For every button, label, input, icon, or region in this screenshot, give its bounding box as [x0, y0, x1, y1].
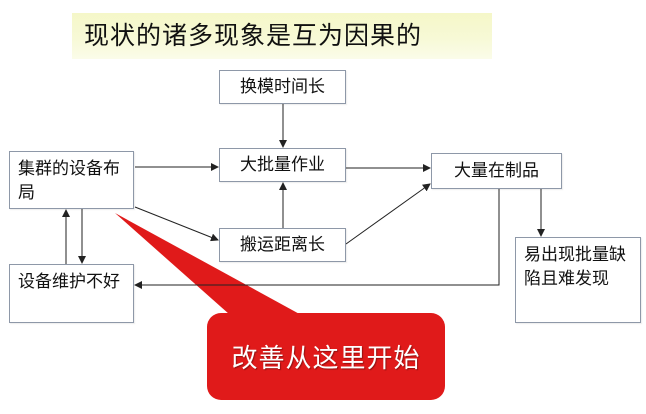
node-label: 换模时间长 [240, 77, 325, 97]
node-label: 大量在制品 [454, 161, 539, 181]
node-long-transport-distance: 搬运距离长 [219, 228, 346, 262]
node-equipment-layout: 集群的设备布局 [9, 151, 134, 209]
node-label: 集群的设备布局 [18, 159, 120, 203]
arrow-layout-to-distance [134, 206, 219, 242]
node-poor-maintenance: 设备维护不好 [9, 264, 134, 323]
node-mold-change-time: 换模时间长 [219, 70, 346, 104]
node-large-wip: 大量在制品 [431, 153, 562, 189]
node-large-batch-operation: 大批量作业 [219, 148, 346, 182]
arrow-distance-to-wip [345, 183, 431, 245]
callout-text: 改善从这里开始 [231, 344, 421, 374]
node-label: 大批量作业 [240, 155, 325, 175]
node-batch-defects: 易出现批量缺陷且难发现 [515, 237, 641, 323]
page-title: 现状的诸多现象是互为因果的 [84, 21, 423, 50]
title-highlight-band [72, 13, 492, 59]
node-label: 易出现批量缺陷且难发现 [524, 245, 626, 289]
node-label: 设备维护不好 [18, 272, 120, 292]
arrow-wip-to-maintenance [134, 189, 500, 289]
node-label: 搬运距离长 [240, 235, 325, 255]
improvement-callout: 改善从这里开始 [207, 313, 445, 400]
